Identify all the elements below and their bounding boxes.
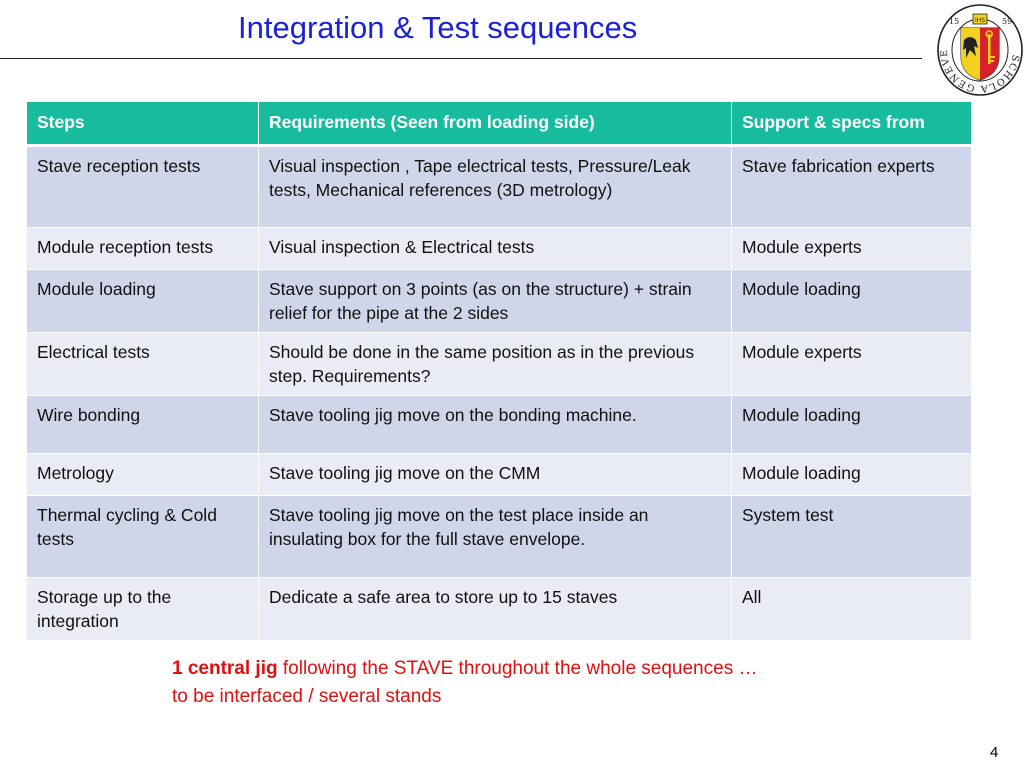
table-header-row: Steps Requirements (Seen from loading si…: [26, 101, 972, 146]
svg-text:IHS: IHS: [975, 17, 985, 24]
table-row: Wire bonding Stave tooling jig move on t…: [26, 395, 972, 454]
slide-title: Integration & Test sequences: [238, 10, 638, 45]
cell-support: Module loading: [731, 395, 972, 454]
cell-step: Thermal cycling & Cold tests: [26, 495, 259, 578]
cell-support: Module loading: [731, 269, 972, 333]
cell-support: Stave fabrication experts: [731, 145, 972, 228]
university-seal-icon: SCHOLA GENEVENSIS 15 59 IHS: [936, 4, 1023, 96]
note-line1-text: following the STAVE throughout the whole…: [277, 658, 758, 679]
sequence-table: Steps Requirements (Seen from loading si…: [26, 101, 972, 641]
table-row: Stave reception tests Visual inspection …: [26, 145, 972, 228]
table-row: Metrology Stave tooling jig move on the …: [26, 453, 972, 496]
cell-requirement: Stave tooling jig move on the test place…: [258, 495, 732, 578]
table-row: Storage up to the integration Dedicate a…: [26, 577, 972, 641]
cell-requirement: Stave tooling jig move on the bonding ma…: [258, 395, 732, 454]
note-line2-text: to be interfaced / several stands: [172, 686, 442, 707]
cell-requirement: Stave tooling jig move on the CMM: [258, 453, 732, 496]
cell-requirement: Stave support on 3 points (as on the str…: [258, 269, 732, 333]
cell-support: Module experts: [731, 227, 972, 270]
table-row: Thermal cycling & Cold tests Stave tooli…: [26, 495, 972, 578]
page-number: 4: [990, 744, 999, 761]
header-steps: Steps: [26, 101, 259, 146]
cell-requirement: Should be done in the same position as i…: [258, 332, 732, 396]
cell-support: All: [731, 577, 972, 641]
cell-step: Wire bonding: [26, 395, 259, 454]
cell-requirement: Visual inspection , Tape electrical test…: [258, 145, 732, 228]
cell-step: Storage up to the integration: [26, 577, 259, 641]
cell-support: Module loading: [731, 453, 972, 496]
note-emphasis: 1 central jig: [172, 658, 278, 679]
header-requirements: Requirements (Seen from loading side): [258, 101, 732, 146]
header-support: Support & specs from: [731, 101, 972, 146]
cell-step: Metrology: [26, 453, 259, 496]
cell-step: Module reception tests: [26, 227, 259, 270]
cell-support: System test: [731, 495, 972, 578]
table-row: Module loading Stave support on 3 points…: [26, 269, 972, 333]
cell-step: Module loading: [26, 269, 259, 333]
central-jig-note: 1 central jig following the STAVE throug…: [172, 655, 757, 711]
cell-step: Stave reception tests: [26, 145, 259, 228]
title-divider: [0, 58, 922, 59]
table-row: Electrical tests Should be done in the s…: [26, 332, 972, 396]
cell-support: Module experts: [731, 332, 972, 396]
cell-step: Electrical tests: [26, 332, 259, 396]
table-row: Module reception tests Visual inspection…: [26, 227, 972, 270]
seal-year-right: 59: [1002, 17, 1012, 26]
cell-requirement: Visual inspection & Electrical tests: [258, 227, 732, 270]
cell-requirement: Dedicate a safe area to store up to 15 s…: [258, 577, 732, 641]
seal-year-left: 15: [949, 17, 959, 26]
